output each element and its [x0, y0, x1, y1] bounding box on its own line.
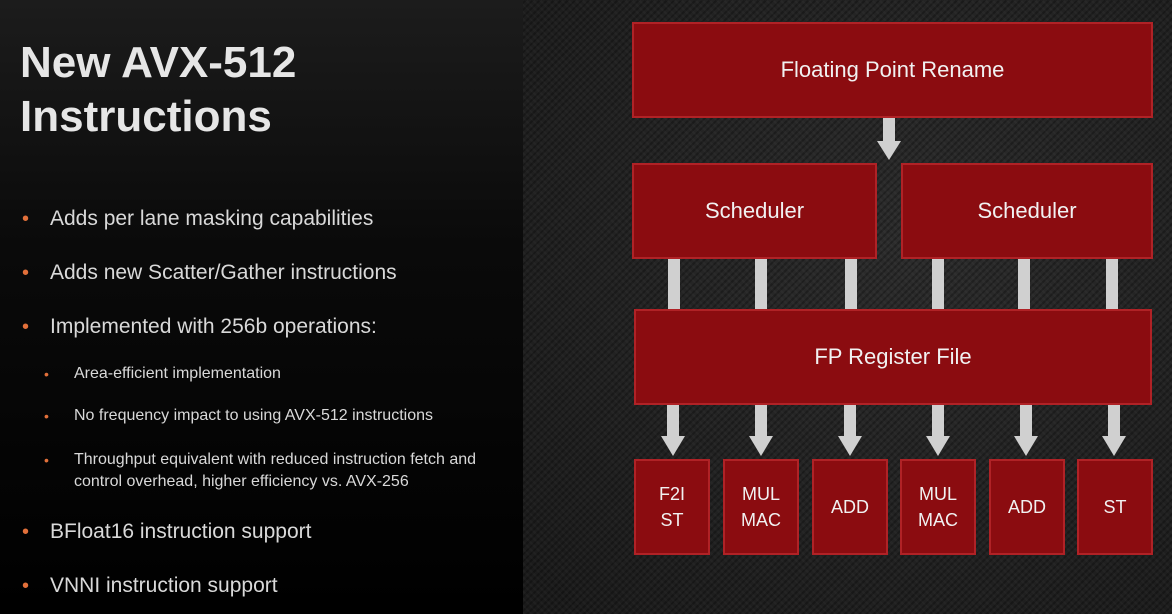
slide-title: New AVX-512 Instructions [20, 38, 297, 141]
bullet-text: Adds new Scatter/Gather instructions [50, 261, 397, 284]
down-arrow-icon [1102, 405, 1126, 456]
bullet-dot-icon: • [22, 316, 30, 338]
connector-bar [1106, 259, 1118, 309]
unit-label: ADD [830, 497, 869, 517]
bullet-dot-icon: • [44, 366, 49, 382]
bullet-item: • VNNI instruction support [22, 574, 278, 598]
sub-bullet-item: • No frequency impact to using AVX-512 i… [44, 405, 524, 427]
connector-bar [1018, 259, 1030, 309]
rename-box: Floating Point Rename [632, 22, 1153, 118]
sub-bullet-text: Area-efficient implementation [74, 365, 281, 382]
text-panel [0, 0, 523, 614]
bullet-item: • Implemented with 256b operations: [22, 315, 377, 339]
bullet-dot-icon: • [22, 262, 30, 284]
bullet-item: • BFloat16 instruction support [22, 520, 312, 544]
unit-box-st: ST [1077, 459, 1153, 555]
down-arrow-icon [749, 405, 773, 456]
bullet-text: Implemented with 256b operations: [50, 315, 377, 338]
bullet-dot-icon: • [44, 408, 49, 424]
unit-label: ADD [1007, 497, 1046, 517]
scheduler-left-box: Scheduler [632, 163, 877, 259]
unit-box-mul-mac: MUL MAC [900, 459, 976, 555]
scheduler-left-label: Scheduler [704, 198, 805, 223]
unit-label: MUL MAC [741, 484, 781, 530]
register-file-box: FP Register File [634, 309, 1152, 405]
unit-label: F2I ST [658, 484, 685, 530]
down-arrow-icon [838, 405, 862, 456]
bullet-text: BFloat16 instruction support [50, 520, 312, 543]
unit-label: ST [1103, 497, 1127, 517]
unit-box-add: ADD [812, 459, 888, 555]
down-arrow-icon [661, 405, 685, 456]
sub-bullet-item: • Area-efficient implementation [44, 363, 524, 385]
connector-bar [755, 259, 767, 309]
register-file-label: FP Register File [814, 344, 972, 369]
scheduler-right-box: Scheduler [901, 163, 1153, 259]
down-arrow-icon [926, 405, 950, 456]
unit-label: MUL MAC [918, 484, 958, 530]
connector-bar [668, 259, 680, 309]
down-arrow-icon [877, 118, 901, 160]
connector-bar [845, 259, 857, 309]
bullet-dot-icon: • [22, 521, 30, 543]
bullet-dot-icon: • [22, 208, 30, 230]
connector-bar [932, 259, 944, 309]
unit-box-add: ADD [989, 459, 1065, 555]
bullet-list: • Adds per lane masking capabilities • A… [0, 0, 523, 614]
rename-label: Floating Point Rename [780, 57, 1005, 82]
sub-bullet-text: Throughput equivalent with reduced instr… [74, 451, 477, 490]
sub-bullet-item: • Throughput equivalent with reduced ins… [44, 449, 524, 493]
unit-box-mul-mac: MUL MAC [723, 459, 799, 555]
bullet-dot-icon: • [44, 452, 49, 468]
unit-box-f2i-st: F2I ST [634, 459, 710, 555]
bullet-text: Adds per lane masking capabilities [50, 207, 374, 230]
bullet-item: • Adds per lane masking capabilities [22, 207, 374, 231]
sub-bullet-text: No frequency impact to using AVX-512 ins… [74, 407, 433, 424]
bullet-item: • Adds new Scatter/Gather instructions [22, 261, 397, 285]
bullet-dot-icon: • [22, 575, 30, 597]
scheduler-right-label: Scheduler [977, 198, 1077, 223]
bullet-text: VNNI instruction support [50, 574, 278, 597]
down-arrow-icon [1014, 405, 1038, 456]
